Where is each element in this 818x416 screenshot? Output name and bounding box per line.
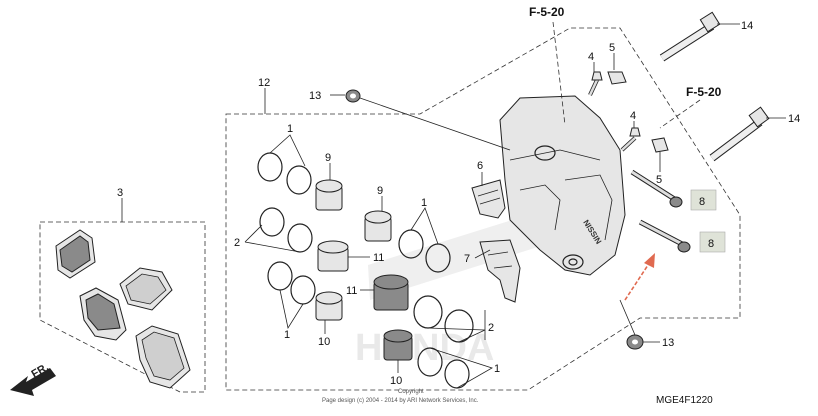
callout-13-bottom[interactable]: 13 [662,337,674,349]
watermark-text: HONDA [355,327,494,369]
callout-14-mid[interactable]: 14 [788,113,800,125]
leader-lines [121,21,701,389]
callout-1-a[interactable]: 1 [287,123,293,135]
copyright-line-2: Page design (c) 2004 - 2014 by ARI Netwo… [322,398,479,404]
piston-11-a [317,240,349,272]
direction-arrow [624,253,655,301]
piston-9-a [315,179,343,211]
pad-retainer-7 [479,239,521,303]
cap-5-mid [651,137,669,153]
ref-f-5-20-top[interactable]: F-5-20 [529,5,565,19]
caliper-body: NISSIN [499,95,626,276]
diagram-code: MGE4F1220 [656,395,713,406]
seal-1-b2 [290,275,316,305]
callout-4-top[interactable]: 4 [588,51,594,63]
front-arrow-icon [10,368,56,396]
piston-10-b [383,329,413,361]
piston-11-b [373,274,409,311]
bolt-14-top [659,11,721,62]
callout-12[interactable]: 12 [258,77,270,89]
callout-3[interactable]: 3 [117,187,123,199]
pad-spring-6 [471,179,506,219]
callout-4-mid[interactable]: 4 [630,110,636,122]
cap-5-top [607,71,627,85]
bolt-14-mid [709,106,770,162]
pad-3-a [55,229,96,279]
seal-2-a2 [287,223,313,253]
callout-14-top[interactable]: 14 [741,20,753,32]
callout-8-lower[interactable]: 8 [708,238,714,250]
callout-8-upper[interactable]: 8 [699,196,705,208]
callout-10-b[interactable]: 10 [390,375,402,387]
seal-1-a2 [286,165,312,195]
pin-8-lower [638,219,691,253]
callout-2-b[interactable]: 2 [488,322,494,334]
ref-badge-8-lower[interactable] [699,231,726,253]
callout-7[interactable]: 7 [464,253,470,265]
seal-2-b1 [413,295,443,329]
callout-5-mid[interactable]: 5 [656,174,662,186]
pin-8-upper [630,169,683,208]
callout-11-b[interactable]: 11 [346,285,357,297]
pad-3-b [79,287,127,341]
callout-1-d[interactable]: 1 [494,363,500,375]
seal-1-b1 [267,261,293,291]
copyright-line-1: Copyright [398,389,424,395]
callout-1-c[interactable]: 1 [421,197,427,209]
ref-f-5-20-right[interactable]: F-5-20 [686,85,722,99]
pad-3-d [135,325,191,389]
ref-badge-8-upper[interactable] [690,189,717,211]
callout-5-top[interactable]: 5 [609,42,615,54]
pad-set-boundary [39,221,206,393]
callout-13-top[interactable]: 13 [309,90,321,102]
callout-11-a[interactable]: 11 [373,252,384,264]
assembly-boundary [225,27,741,391]
piston-10-a [315,291,343,321]
piston-9-b [364,210,392,242]
seal-1-a1 [257,152,283,182]
bleeder-4-mid [620,127,641,152]
callout-2-a[interactable]: 2 [234,237,240,249]
callout-9-a[interactable]: 9 [325,152,331,164]
seal-2-a1 [259,207,285,237]
callout-6[interactable]: 6 [477,160,483,172]
callout-9-b[interactable]: 9 [377,185,383,197]
bleeder-4-top [588,71,603,96]
callout-1-b[interactable]: 1 [284,329,290,341]
callout-10-a[interactable]: 10 [318,336,330,348]
pad-3-c [119,267,173,311]
